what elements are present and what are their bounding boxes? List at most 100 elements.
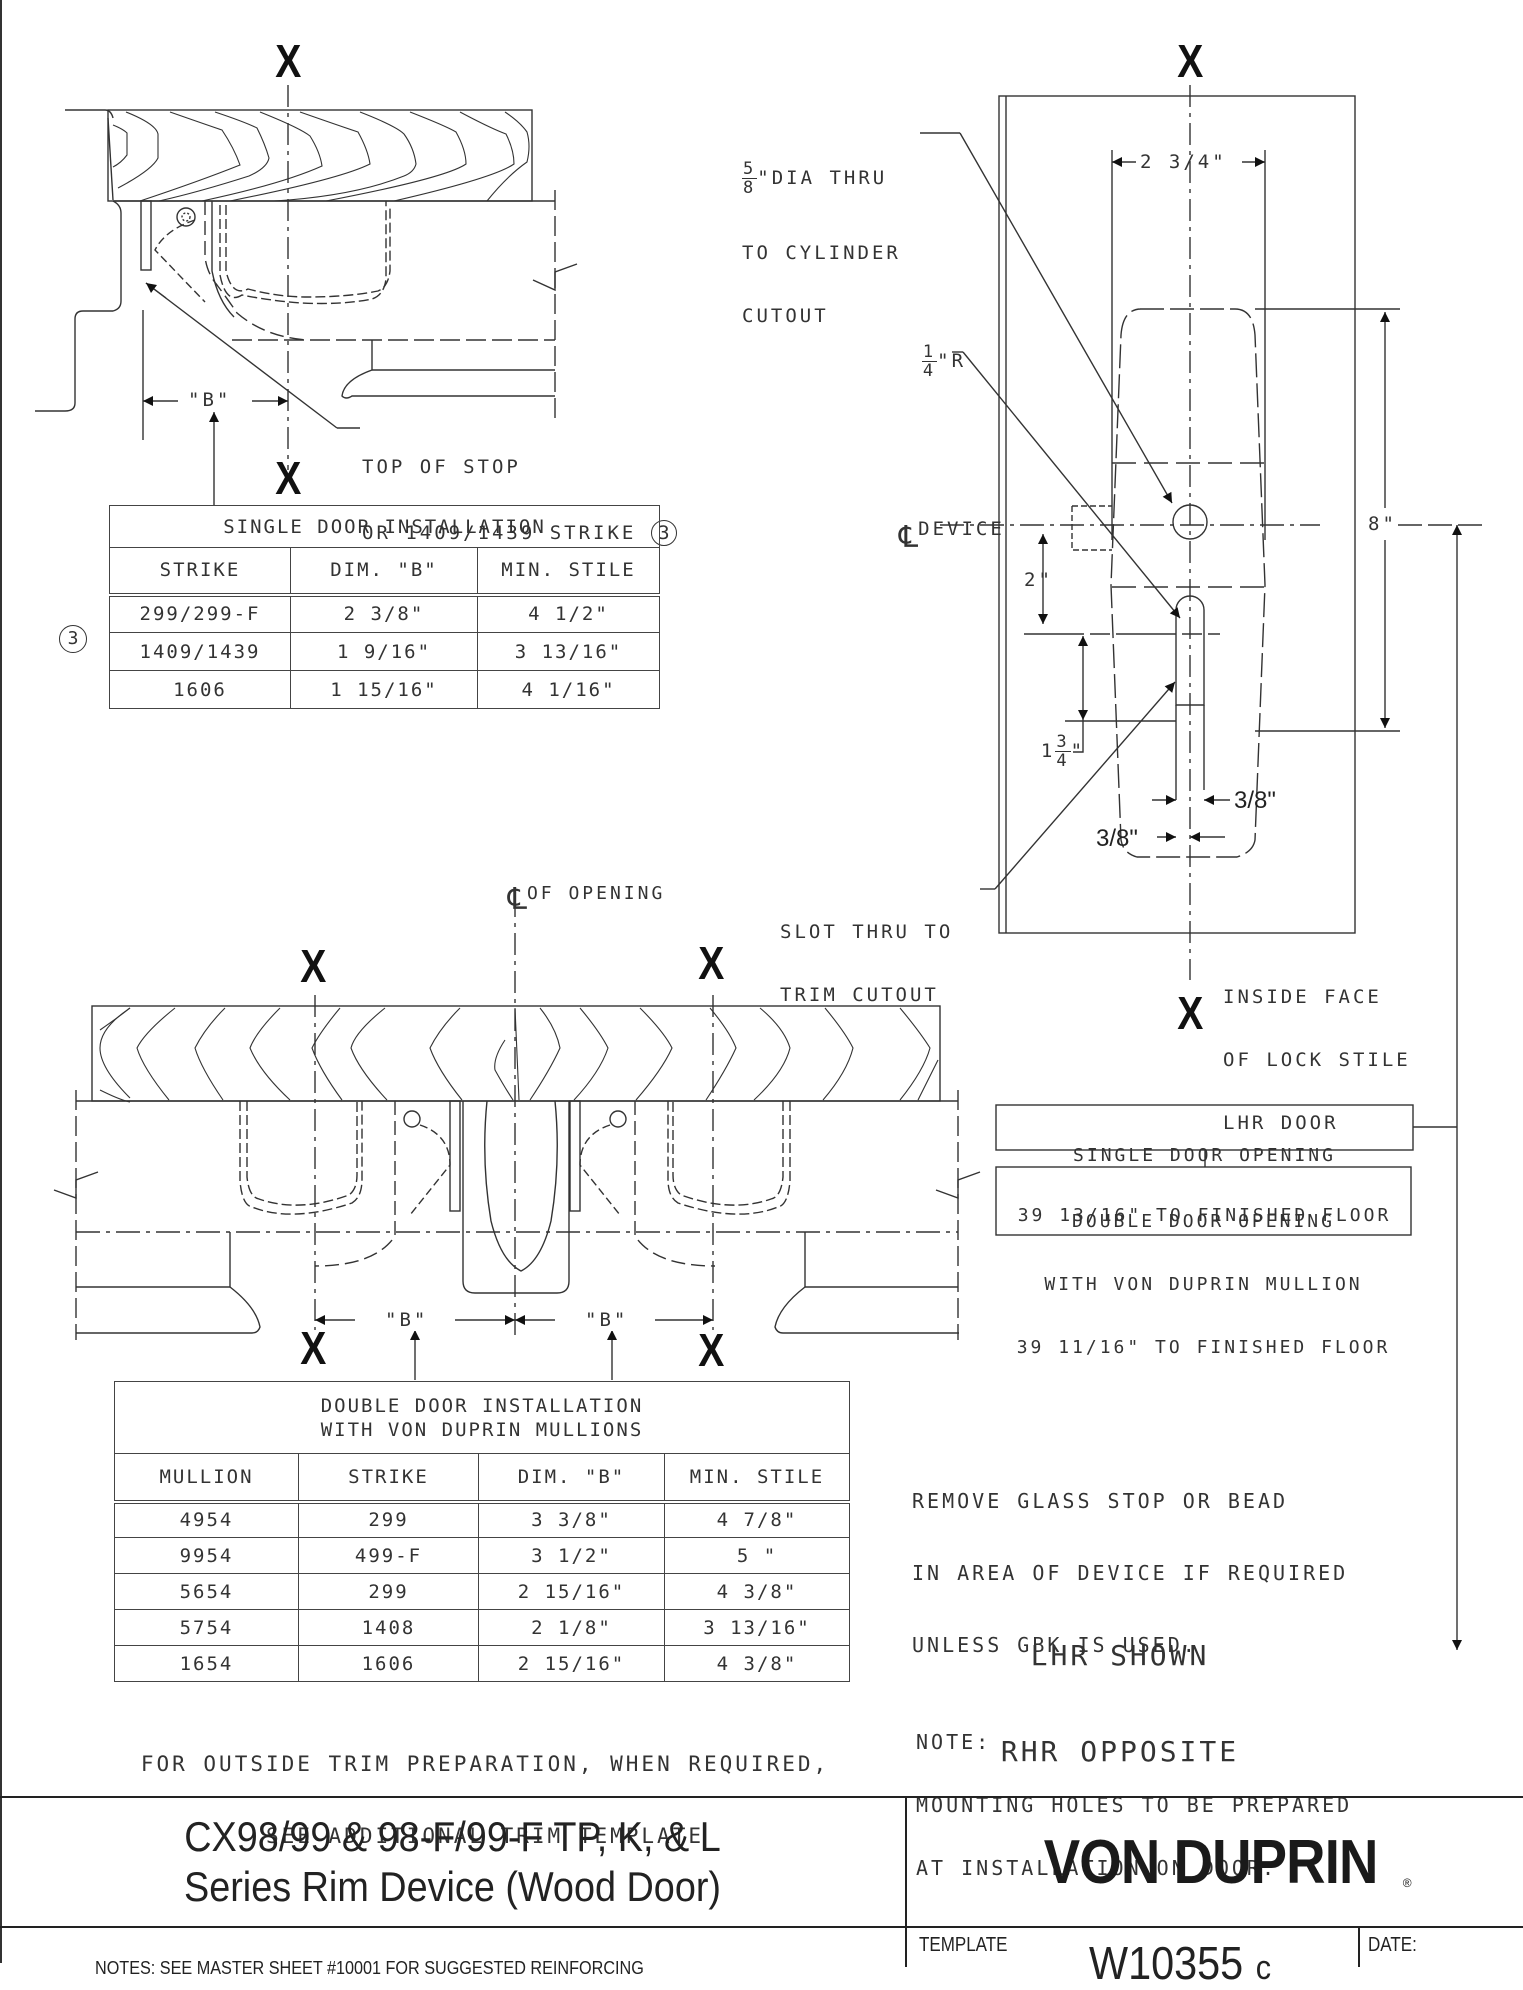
dim-b-label-right: "B" [585, 1309, 629, 1331]
section-marker-x-top-left: X [275, 35, 302, 87]
double-door-installation-table: DOUBLE DOOR INSTALLATION WITH VON DUPRIN… [114, 1381, 850, 1682]
cell-strike: 1606 [298, 1645, 479, 1682]
table-title-line2: WITH VON DUPRIN MULLIONS [320, 1418, 644, 1441]
cell-strike: 499-F [298, 1537, 479, 1574]
cell-mullion: 5654 [114, 1573, 299, 1610]
mounting-line1: MOUNTING HOLES TO BE PREPARED [916, 1793, 1353, 1817]
table-row: 5754 1408 2 1/8" 3 13/16" [114, 1609, 850, 1646]
section-marker-x-device-bottom: X [1177, 987, 1204, 1039]
trim-line2: SEE ADDITIONAL TRIM TEMPLATE [265, 1824, 704, 1848]
drawing-title-line2: Series Rim Device (Wood Door) [183, 1863, 722, 1910]
column-header: STRIKE [298, 1453, 479, 1504]
table-row: 1606 1 15/16" 4 1/16" [109, 670, 660, 709]
cell-strike: 1409/1439 [109, 632, 291, 671]
single-opening-line2: 39 13/16" TO FINISHED FLOOR [1017, 1205, 1392, 1226]
cell-min-stile: 4 7/8" [664, 1501, 850, 1538]
glass-stop-note: REMOVE GLASS STOP OR BEAD IN AREA OF DEV… [912, 1441, 1348, 1681]
cell-dim-b: 1 9/16" [290, 632, 478, 671]
device-template-drawing [920, 85, 1485, 1650]
slot-callout: SLOT THRU TO TRIM CUTOUT [780, 880, 953, 1027]
table-row: 9954 499-F 3 1/2" 5 " [114, 1537, 850, 1574]
table-row: 4954 299 3 3/8" 4 7/8" [114, 1501, 850, 1538]
cell-min-stile: 4 3/8" [664, 1573, 850, 1610]
centerline-device-label: ℄DEVICE [898, 518, 1005, 555]
trim-prep-note: FOR OUTSIDE TRIM PREPARATION, WHEN REQUI… [90, 1704, 880, 1872]
slot-width-left: 3/8" [1096, 825, 1138, 852]
brand-logo: VON DUPRIN ® [905, 1798, 1523, 1926]
reinforcing-notes: NOTES: SEE MASTER SHEET #10001 FOR SUGGE… [95, 1958, 644, 1978]
cell-mullion: 9954 [114, 1537, 299, 1574]
section-marker-x-bottom-left: X [275, 452, 302, 504]
hand-note: LHR SHOWN RHR OPPOSITE [960, 1576, 1280, 1800]
hand-line2: RHR OPPOSITE [1000, 1735, 1240, 1768]
opening-height-boxes [995, 1104, 1414, 1236]
cell-dim-b: 2 1/8" [478, 1609, 665, 1646]
cell-min-stile: 4 1/2" [477, 594, 660, 633]
ref-circle-icon: 3 [59, 625, 87, 653]
slot-callout-line2: TRIM CUTOUT [780, 984, 939, 1006]
cell-strike: 299 [298, 1573, 479, 1610]
hand-line1: LHR SHOWN [1030, 1639, 1210, 1672]
dim-8-inch: 8" [1368, 513, 1397, 535]
cell-strike: 299/299-F [109, 594, 291, 633]
column-header: MIN. STILE [664, 1453, 850, 1504]
dim-2-inch: 2" [1024, 569, 1053, 591]
cell-strike: 1606 [109, 670, 291, 709]
cell-min-stile: 3 13/16" [477, 632, 660, 671]
dia-thru-line2: TO CYLINDER [742, 242, 901, 264]
table-row: 299/299-F 2 3/8" 4 1/2" [109, 594, 660, 633]
double-opening-line2: WITH VON DUPRIN MULLION [1044, 1274, 1363, 1295]
glass-stop-line2: IN AREA OF DEVICE IF REQUIRED [912, 1561, 1349, 1585]
inside-face-line3: LHR DOOR [1223, 1112, 1339, 1134]
column-header: STRIKE [109, 547, 291, 597]
inside-face-label: INSIDE FACE OF LOCK STILE LHR DOOR [1223, 945, 1411, 1155]
inside-face-line1: INSIDE FACE [1223, 986, 1382, 1008]
inside-face-line2: OF LOCK STILE [1223, 1049, 1411, 1071]
table-title: DOUBLE DOOR INSTALLATION WITH VON DUPRIN… [114, 1381, 850, 1454]
dia-thru-line3: CUTOUT [742, 305, 829, 327]
template-label: TEMPLATE [919, 1934, 1008, 1956]
cell-min-stile: 4 1/16" [477, 670, 660, 709]
cell-dim-b: 3 1/2" [478, 1537, 665, 1574]
drawing-title-line1: CX98/99 & 98-F/99-F TP, K, & L [184, 1813, 721, 1860]
section-marker-x-top-right: X [1177, 35, 1204, 87]
brand-name: VON DUPRIN [1044, 1827, 1379, 1897]
table-row: 5654 299 2 15/16" 4 3/8" [114, 1573, 850, 1610]
cell-dim-b: 2 3/8" [290, 594, 478, 633]
mounting-heading: NOTE: [916, 1730, 992, 1754]
date-cell: DATE: [1358, 1928, 1523, 1967]
cell-mullion: 4954 [114, 1501, 299, 1538]
single-door-opening-height: SINGLE DOOR OPENING 39 13/16" TO FINISHE… [996, 1106, 1413, 1246]
cell-dim-b: 2 15/16" [478, 1573, 665, 1610]
double-opening-line1: DOUBLE DOOR OPENING [1072, 1211, 1335, 1232]
column-header: MIN. STILE [477, 547, 660, 597]
slot-callout-line1: SLOT THRU TO [780, 921, 954, 943]
registered-mark-icon: ® [1402, 1876, 1412, 1890]
template-revision: c [1255, 1949, 1272, 1987]
centerline-icon: ℄ [898, 520, 919, 555]
single-opening-line1: SINGLE DOOR OPENING [1073, 1145, 1336, 1166]
double-door-opening-height: DOUBLE DOOR OPENING WITH VON DUPRIN MULL… [996, 1169, 1411, 1379]
slot-width-right: 3/8" [1234, 787, 1276, 814]
table-title: SINGLE DOOR INSTALLATION [109, 505, 660, 548]
trim-line1: FOR OUTSIDE TRIM PREPARATION, WHEN REQUI… [140, 1752, 830, 1776]
cell-strike: 1408 [298, 1609, 479, 1646]
cell-mullion: 5754 [114, 1609, 299, 1646]
section-marker-x-double-tl: X [300, 940, 327, 992]
drawing-title: CX98/99 & 98-F/99-F TP, K, & L Series Ri… [45, 1798, 860, 1926]
column-header: DIM. "B" [478, 1453, 665, 1504]
dim-b-label-single: "B" [188, 389, 232, 411]
sheet-left-border [0, 0, 2, 1963]
column-header: DIM. "B" [290, 547, 478, 597]
cell-mullion: 1654 [114, 1645, 299, 1682]
width-dim-2-3-4: 2 3/4" [1140, 151, 1227, 173]
cell-min-stile: 3 13/16" [664, 1609, 850, 1646]
